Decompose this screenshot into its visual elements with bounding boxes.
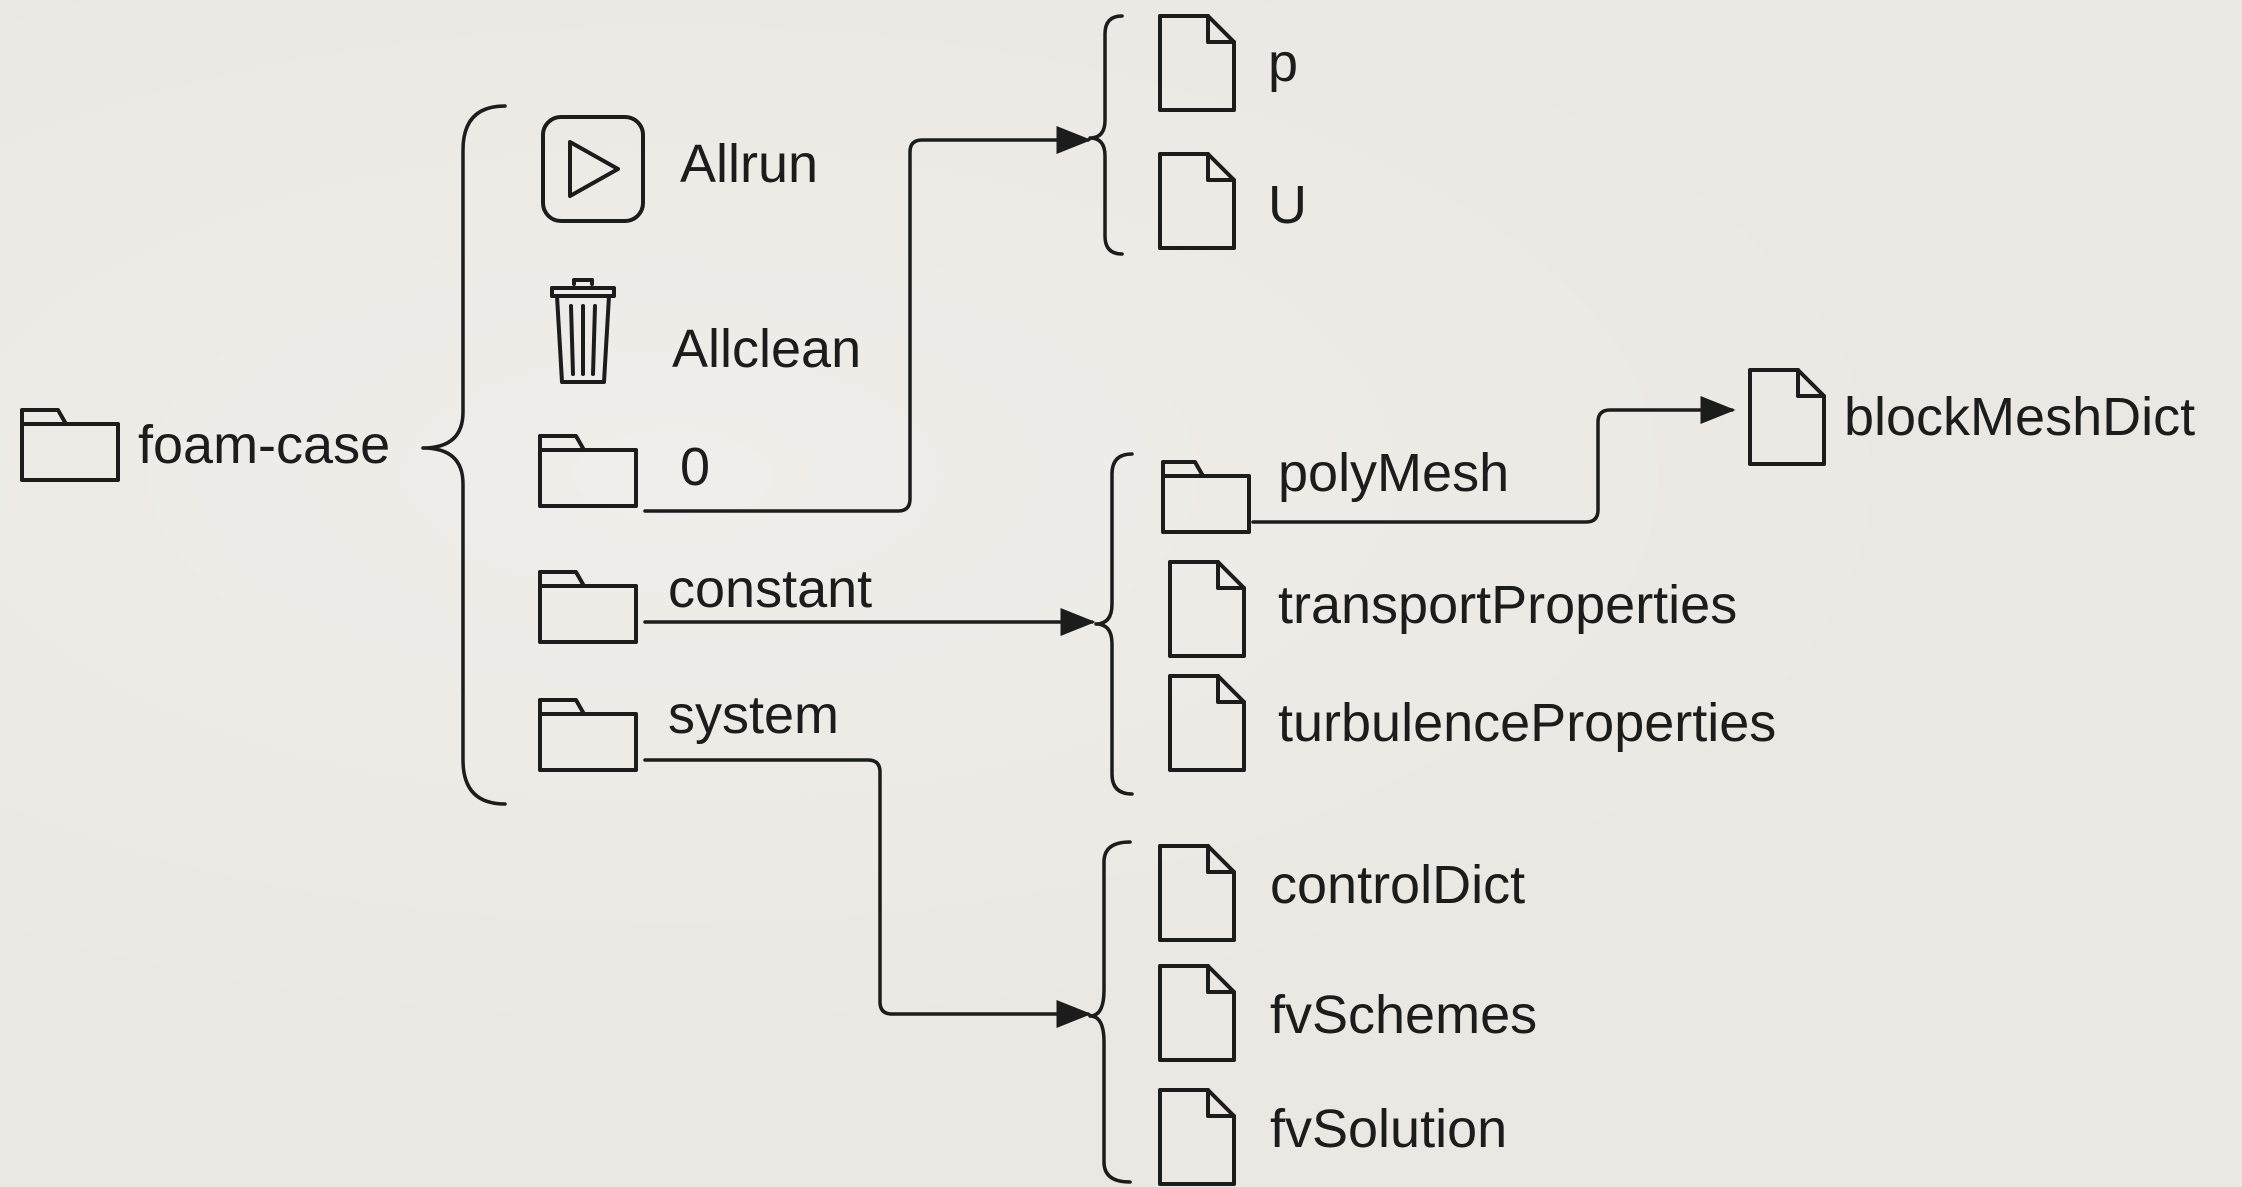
constant-folder-label: constant xyxy=(668,559,873,619)
fvschemes-file-label: fvSchemes xyxy=(1270,985,1538,1045)
file-icon xyxy=(1168,560,1246,658)
root-folder-label: foam-case xyxy=(138,415,391,475)
file-icon xyxy=(1158,1088,1236,1186)
allrun-label: Allrun xyxy=(680,134,819,194)
transportproperties-label: transportProperties xyxy=(1278,575,1738,635)
folder-icon xyxy=(1161,460,1251,534)
turbulenceproperties-label: turbulenceProperties xyxy=(1278,693,1777,753)
folder-icon xyxy=(538,434,638,508)
file-icon xyxy=(1748,368,1826,466)
arrow-system-to-children xyxy=(643,758,1092,1028)
file-icon xyxy=(1158,844,1236,942)
system-folder-label: system xyxy=(668,685,840,745)
fvsolution-file-label: fvSolution xyxy=(1270,1099,1508,1159)
polymesh-folder-label: polyMesh xyxy=(1278,443,1510,503)
file-icon xyxy=(1158,964,1236,1062)
blockmeshdict-file-label: blockMeshDict xyxy=(1844,387,2196,447)
p-file-label: p xyxy=(1268,33,1299,93)
u-file-label: U xyxy=(1268,175,1307,235)
folder-icon xyxy=(20,408,120,482)
arrow-polymesh-to-blockmeshdict xyxy=(1251,396,1736,524)
allclean-label: Allclean xyxy=(672,319,862,379)
play-script-icon xyxy=(541,115,645,223)
controldict-file-label: controlDict xyxy=(1270,855,1526,915)
file-icon xyxy=(1158,14,1236,112)
root-brace xyxy=(421,104,507,806)
zero-folder-label: 0 xyxy=(680,437,711,497)
arrow-zero-to-children xyxy=(643,126,1092,513)
file-icon xyxy=(1158,152,1236,250)
trash-icon xyxy=(550,278,616,384)
folder-icon xyxy=(538,698,638,772)
constant-children-brace xyxy=(1094,452,1134,796)
file-icon xyxy=(1168,674,1246,772)
folder-icon xyxy=(538,570,638,644)
